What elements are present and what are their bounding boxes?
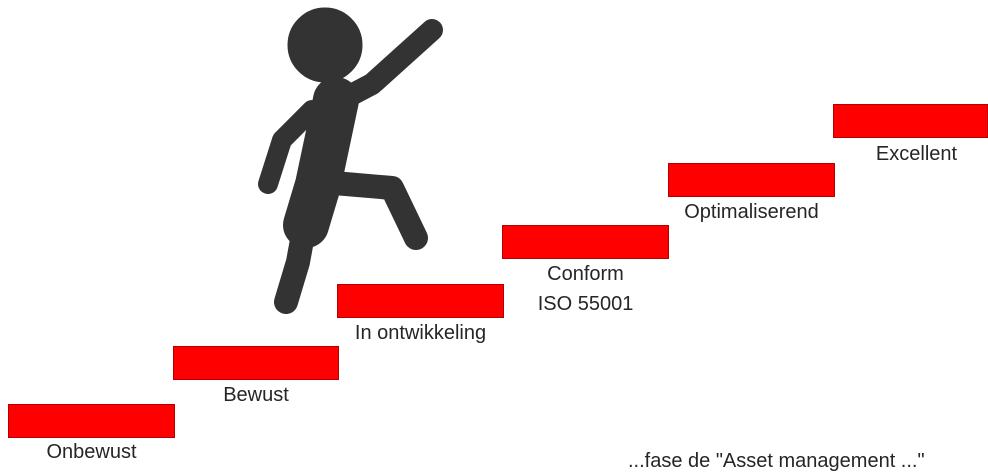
- step-label-conform: Conform: [547, 263, 624, 285]
- step-2: [173, 346, 339, 380]
- step-label-optimaliserend: Optimaliserend: [684, 201, 819, 223]
- step-4: [502, 225, 669, 259]
- step-1: [8, 404, 175, 438]
- figure-head: [287, 7, 363, 83]
- step-label-in-ontwikkeling: In ontwikkeling: [354, 322, 487, 344]
- figure-front-leg: [310, 170, 428, 250]
- step-label-iso: ISO 55001: [537, 293, 634, 315]
- figure-lower-arm: [258, 100, 322, 194]
- step-label-bewust: Bewust: [223, 384, 289, 406]
- step-6: [833, 104, 988, 138]
- step-label-onbewust: Onbewust: [46, 441, 137, 463]
- step-5: [668, 163, 835, 197]
- figure-back-leg: [274, 206, 318, 314]
- caption-cut-off: ...fase de "Asset management ...": [628, 450, 925, 472]
- step-3: [337, 284, 504, 318]
- step-label-excellent: Excellent: [875, 143, 958, 165]
